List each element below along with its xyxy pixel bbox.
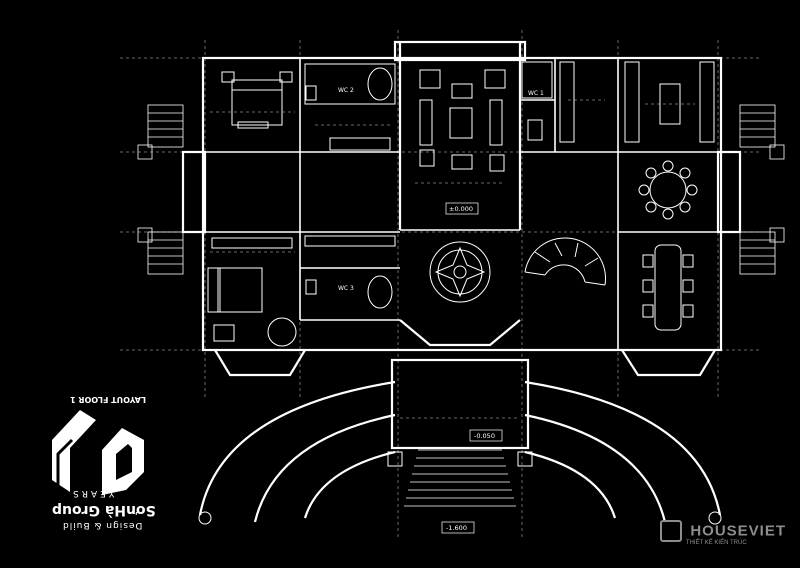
- level-marker-main: ±0.000: [445, 202, 479, 215]
- svg-text:-0.050: -0.050: [474, 432, 495, 440]
- room-label-wc-2: WC 2: [338, 87, 354, 94]
- living-room-furniture: [415, 69, 506, 184]
- brand-years-label: YEARS: [70, 488, 115, 498]
- curved-driveway: [198, 380, 722, 525]
- bedroom-bottom-left: [207, 237, 297, 347]
- watermark-name: HOUSEVIET: [690, 522, 786, 540]
- room-label-wc-1: WC 1: [528, 90, 544, 97]
- grid-lines: [120, 30, 760, 540]
- exterior-walls: [181, 40, 742, 377]
- wc-top-left-fixtures: [304, 63, 396, 151]
- interior-walls: [203, 58, 721, 350]
- brand-company: SơnHà Group: [52, 502, 156, 518]
- room-label-wc-3: WC 3: [338, 285, 354, 292]
- twenty-years-logo: [52, 410, 144, 495]
- watermark-tagline: THIẾT KẾ KIẾN TRÚC: [685, 540, 747, 546]
- dining-table: [642, 244, 694, 331]
- houseviet-logo-icon: [659, 520, 682, 542]
- kitchen-area: [521, 61, 715, 143]
- lobby-medallion: [429, 241, 491, 303]
- side-stairs-left: [137, 104, 184, 275]
- layout-title: LAYOUT FLOOR 1: [70, 395, 146, 404]
- svg-text:-1.600: -1.600: [446, 524, 467, 532]
- entrance-porch: [390, 319, 530, 450]
- spiral-staircase: [524, 237, 607, 286]
- level-marker-porch: -0.050: [469, 429, 503, 442]
- wc-bottom-left-fixtures: [304, 235, 396, 309]
- houseviet-watermark: HOUSEVIET THIẾT KẾ KIẾN TRÚC: [659, 520, 786, 546]
- brand-tagline: Design & Build: [62, 520, 143, 530]
- level-marker-entry: -1.600: [441, 521, 475, 534]
- bedroom-top-left: [210, 71, 295, 129]
- round-table: [638, 160, 698, 220]
- front-steps: [404, 449, 516, 507]
- side-stairs-right: [739, 104, 785, 275]
- svg-text:±0.000: ±0.000: [449, 205, 473, 213]
